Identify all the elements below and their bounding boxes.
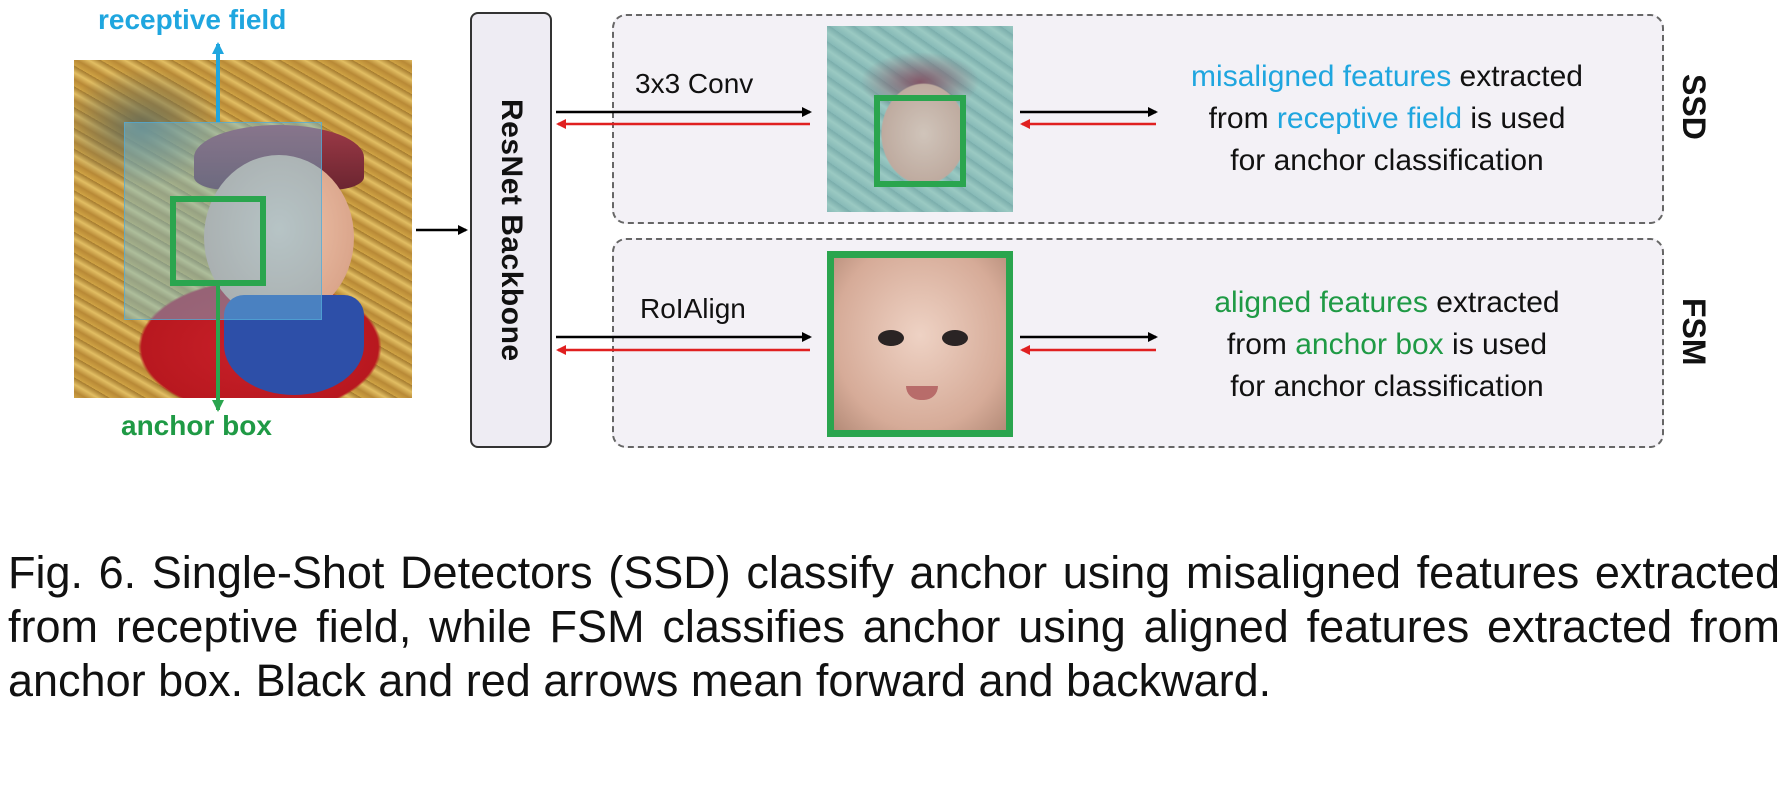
ssd-highlight-2: receptive field bbox=[1276, 102, 1463, 135]
ssd-side-label: SSD bbox=[1676, 74, 1712, 140]
fsm-highlight-1: aligned features bbox=[1214, 286, 1428, 319]
ssd-desc-line2: from receptive field is used bbox=[1144, 98, 1630, 140]
resnet-backbone-block bbox=[470, 12, 552, 448]
fsm-branch-box bbox=[612, 238, 1664, 448]
left-eye-shape bbox=[878, 330, 904, 346]
fsm-highlight-2: anchor box bbox=[1295, 328, 1444, 361]
ssd-highlight-1: misaligned features bbox=[1191, 60, 1452, 93]
fsm-feature-thumbnail bbox=[827, 251, 1013, 437]
ssd-description: misaligned features extracted from recep… bbox=[1144, 56, 1630, 182]
anchor-box-region bbox=[170, 196, 266, 286]
input-image bbox=[74, 60, 412, 398]
fsm-desc-line2-suffix: is used bbox=[1443, 328, 1548, 361]
mouth-shape bbox=[906, 386, 938, 400]
receptive-field-label: receptive field bbox=[98, 4, 287, 35]
ssd-op-label: 3x3 Conv bbox=[635, 68, 754, 99]
ssd-desc-line1: misaligned features extracted bbox=[1144, 56, 1630, 98]
figure-caption: Fig. 6. Single-Shot Detectors (SSD) clas… bbox=[8, 547, 1780, 706]
receptive-field-region bbox=[124, 122, 322, 320]
fsm-desc-line1-rest: extracted bbox=[1427, 286, 1560, 319]
ssd-side-label-wrap: SSD bbox=[1675, 74, 1712, 140]
ssd-desc-line3: for anchor classification bbox=[1230, 144, 1544, 177]
ssd-desc-line2-prefix: from bbox=[1208, 102, 1277, 135]
resnet-backbone-label-wrap: ResNet Backbone bbox=[470, 12, 552, 448]
ssd-desc-line2-suffix: is used bbox=[1462, 102, 1566, 135]
right-eye-shape bbox=[942, 330, 968, 346]
fsm-desc-line2-prefix: from bbox=[1226, 328, 1296, 361]
fsm-desc-line3: for anchor classification bbox=[1230, 370, 1544, 403]
face-shape bbox=[204, 155, 354, 320]
fsm-side-label: FSM bbox=[1676, 298, 1712, 366]
ssd-branch-box bbox=[612, 14, 1664, 224]
ssd-desc-line1-rest: extracted bbox=[1451, 60, 1583, 93]
fsm-description: aligned features extracted from anchor b… bbox=[1144, 282, 1630, 408]
fsm-side-label-wrap: FSM bbox=[1675, 298, 1712, 366]
resnet-backbone-label: ResNet Backbone bbox=[495, 98, 528, 362]
fsm-op-label: RoIAlign bbox=[640, 293, 746, 324]
fsm-desc-line2: from anchor box is used bbox=[1144, 324, 1630, 366]
ssd-anchor-box bbox=[874, 95, 966, 187]
bib-shape bbox=[224, 295, 364, 395]
fsm-desc-line1: aligned features extracted bbox=[1144, 282, 1630, 324]
ssd-feature-thumbnail bbox=[827, 26, 1013, 212]
anchor-box-label: anchor box bbox=[121, 410, 272, 441]
